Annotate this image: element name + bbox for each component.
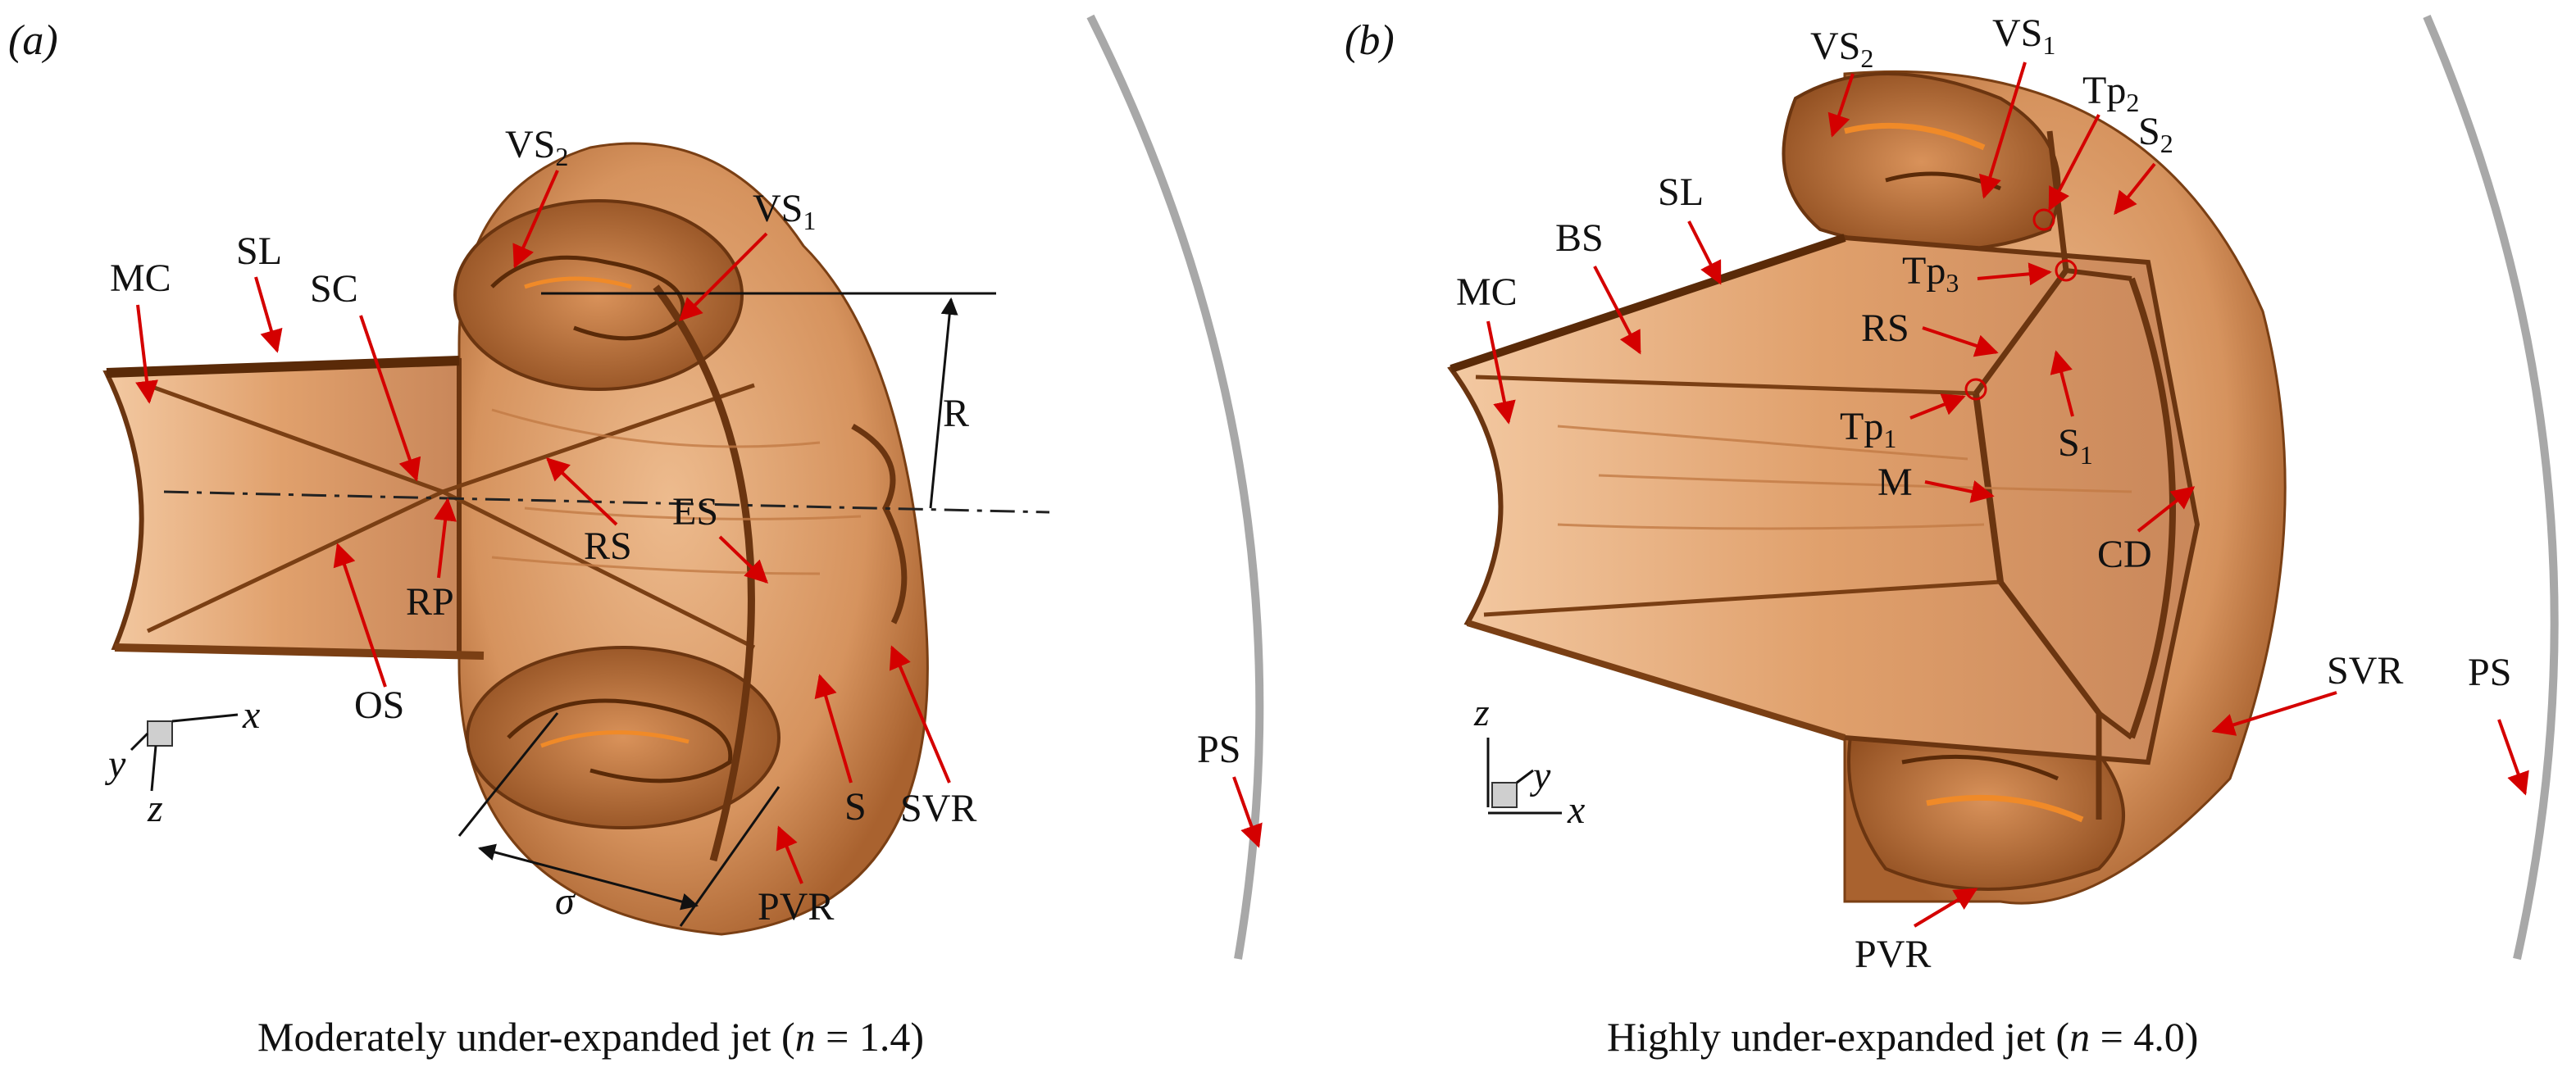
label-sl-a: SL xyxy=(236,229,282,273)
arrow-mc-b xyxy=(1486,320,1516,425)
arrow-os xyxy=(333,543,387,688)
arrow-ps-b xyxy=(2497,719,2529,796)
svg-text:z: z xyxy=(1473,691,1490,734)
panel-a: (a) xyxy=(8,14,1264,1060)
panel-b-tag: (b) xyxy=(1345,17,1395,64)
arrow-vs2-a xyxy=(512,170,559,269)
label-tp1: Tp1 xyxy=(1840,405,1896,453)
precursor-shock-a xyxy=(1086,14,1264,960)
arrow-s1 xyxy=(2050,350,2074,417)
arrow-bs xyxy=(1593,266,1641,355)
label-tp3: Tp3 xyxy=(1902,249,1959,298)
arrow-sl-b xyxy=(1687,220,1722,285)
label-r: R xyxy=(943,392,969,435)
r-dimension-arrow xyxy=(929,297,958,509)
label-m: M xyxy=(1877,461,1913,504)
arrow-rs-b xyxy=(1922,326,1999,357)
arrow-rp xyxy=(434,497,457,579)
svg-text:y: y xyxy=(1529,754,1551,797)
svg-text:x: x xyxy=(242,693,260,737)
triple-point-tp3 xyxy=(2055,259,2078,282)
svg-text:y: y xyxy=(104,743,126,786)
arrow-sc-a xyxy=(359,315,421,482)
label-vs1-a: VS1 xyxy=(753,187,816,235)
caption-a: Moderately under-expanded jet (n = 1.4) xyxy=(257,1014,924,1060)
label-vs2-a: VS2 xyxy=(505,123,568,171)
caption-b: Highly under-expanded jet (n = 4.0) xyxy=(1607,1014,2198,1060)
triple-point-tp1 xyxy=(1964,378,1987,401)
arrow-rs-a xyxy=(545,457,618,526)
arrow-mc-a xyxy=(135,304,158,404)
label-tp2: Tp2 xyxy=(2082,69,2139,117)
label-es: ES xyxy=(672,490,718,534)
sigma-extent-left xyxy=(457,712,559,837)
arrow-cd xyxy=(2137,486,2196,533)
arrow-vs1-b xyxy=(1978,61,2027,199)
arrow-m xyxy=(1924,480,1995,503)
label-s2: S2 xyxy=(2138,110,2173,158)
label-pvr-b: PVR xyxy=(1855,933,1931,976)
sigma-dimension-arrow xyxy=(477,843,699,911)
label-ps-b: PS xyxy=(2468,651,2511,694)
label-svr-a: SVR xyxy=(900,787,976,830)
label-mc-b: MC xyxy=(1456,270,1518,314)
arrow-s-a xyxy=(814,674,853,784)
label-cd: CD xyxy=(2097,533,2152,576)
arrow-pvr-a xyxy=(776,825,803,884)
arrow-vs2-b xyxy=(1827,73,1855,138)
arrow-tp3 xyxy=(1977,262,2052,286)
svg-text:z: z xyxy=(147,787,163,830)
arrow-svr-a xyxy=(889,645,951,784)
arrow-sl-a xyxy=(254,276,283,353)
label-vs1-b: VS1 xyxy=(1992,11,2055,60)
arrow-es xyxy=(718,535,769,584)
label-bs: BS xyxy=(1555,216,1604,260)
label-s1: S1 xyxy=(2058,421,2093,470)
svg-text:x: x xyxy=(1567,788,1585,832)
jet-body-b xyxy=(1447,70,2287,905)
arrow-s2 xyxy=(2114,162,2156,216)
axis-triad-a: x y z xyxy=(104,693,260,830)
panel-b: (b) xyxy=(1345,11,2559,1060)
arrow-vs1-a xyxy=(679,232,768,321)
axis-triad-b: z y x xyxy=(1473,691,1585,832)
precursor-shock-b xyxy=(2423,15,2559,961)
label-vs2-b: VS2 xyxy=(1810,25,1873,73)
arrow-tp1 xyxy=(1909,393,1966,420)
arrow-svr-b xyxy=(2211,691,2337,736)
label-ps-a: PS xyxy=(1197,728,1240,771)
label-sc-a: SC xyxy=(310,267,358,311)
label-os: OS xyxy=(354,684,404,727)
triple-point-tp2 xyxy=(2032,208,2055,231)
label-sl-b: SL xyxy=(1658,170,1704,214)
label-rs-a: RS xyxy=(584,525,632,568)
arrow-ps-a xyxy=(1232,776,1263,848)
jet-body-a xyxy=(102,142,929,936)
label-svr-b: SVR xyxy=(2327,649,2403,693)
arrow-tp2 xyxy=(2048,114,2100,211)
centerline-a xyxy=(163,490,1050,514)
label-rp: RP xyxy=(406,580,454,624)
label-s-a: S xyxy=(844,785,867,829)
label-sigma: σ xyxy=(555,879,576,923)
arrow-pvr-b xyxy=(1913,888,1978,928)
label-mc-a: MC xyxy=(110,257,171,300)
label-pvr-a: PVR xyxy=(758,885,834,929)
panel-a-tag: (a) xyxy=(8,17,58,64)
label-rs-b: RS xyxy=(1861,307,1909,350)
